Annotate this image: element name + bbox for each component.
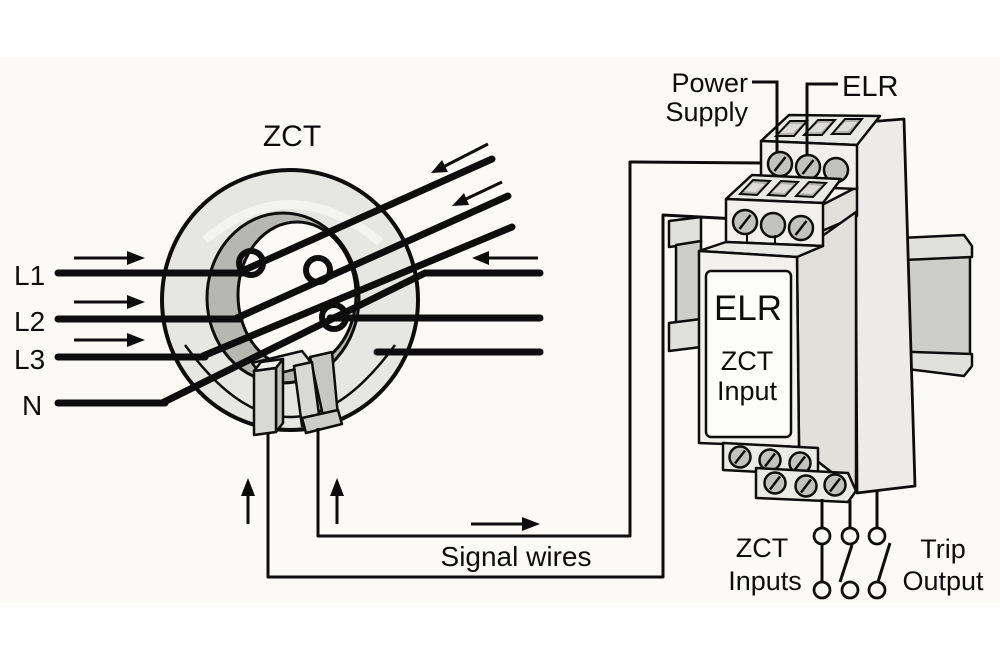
signal-wire-a [266, 213, 738, 579]
arrow-up-1-head [241, 478, 255, 496]
arrow-l2-head [127, 295, 145, 309]
zct-title: ZCT [263, 120, 321, 153]
face-title: ELR [714, 289, 782, 328]
terminal-row-3 [721, 441, 820, 477]
terminal-row-1 [759, 113, 882, 191]
row2-hole-1-inner [744, 183, 765, 192]
label-l1: L1 [14, 260, 45, 291]
screw [759, 211, 787, 239]
screw-slot [773, 156, 787, 172]
tab-left-front [252, 366, 278, 437]
face-subtitle-2: Input [717, 376, 778, 406]
row1-hole-2-inner [808, 123, 830, 132]
switch-blade-1 [838, 544, 854, 583]
arrow-signal-head [522, 517, 540, 531]
current-arrows-left [74, 251, 145, 347]
elr-terminal-label: ELR [842, 71, 898, 103]
rail-left-bottom-flange [667, 317, 703, 353]
elr-leader [805, 82, 838, 154]
label-l3: L3 [14, 344, 45, 375]
arrow-return-1 [444, 142, 489, 168]
wire-diagonal-3 [199, 223, 516, 360]
wire-loop-2 [303, 255, 333, 285]
power-supply-label-line2: Supply [665, 97, 748, 127]
screw-slot [800, 478, 812, 494]
signal-wires-label: Signal wires [441, 541, 592, 572]
face-subtitle-1: ZCT [721, 346, 773, 376]
signal-wiring: Signal wires [241, 160, 771, 579]
rail-left-face [674, 239, 703, 331]
screw-slot [794, 455, 806, 471]
terminal-row-2 [724, 173, 843, 248]
arrow-l1-head [127, 251, 145, 265]
terminal-row-4 [754, 466, 858, 504]
arrow-return-2 [465, 180, 503, 201]
zct-toroid-assembly: ZCT [14, 120, 544, 437]
contact-node [867, 580, 887, 600]
screw-slot [734, 449, 746, 465]
contact-node [840, 580, 860, 600]
output-contacts [812, 490, 892, 600]
current-arrows-return [431, 142, 538, 265]
wire-diagonal-1 [236, 155, 496, 276]
contact-node [867, 526, 887, 546]
module-side-panel [853, 117, 917, 495]
arrow-return-1-head [431, 160, 448, 173]
row1-hole-1-inner [780, 124, 802, 133]
label-l2: L2 [14, 306, 45, 337]
arrow-return-3-head [472, 251, 489, 265]
zct-ring-highlight [202, 200, 383, 246]
zct-terminal-tabs [250, 349, 344, 437]
label-n: N [22, 390, 42, 421]
elr-module: ELR ZCT Input Power Supply ELR [665, 68, 984, 600]
zct-inputs-label-line2: Inputs [728, 566, 802, 596]
switch-blade-2 [876, 542, 892, 583]
arrow-return-2-head [452, 193, 469, 206]
screw-slot [738, 214, 752, 230]
screw-slot [764, 452, 776, 468]
wire-n-through [158, 269, 544, 407]
screw-slot [794, 220, 808, 236]
row2-hole-3-inner [800, 185, 821, 194]
trip-output-label-line2: Output [902, 566, 984, 596]
arrow-l3-head [127, 333, 145, 347]
face-label-panel [704, 269, 793, 439]
arrow-up-2-head [330, 478, 344, 496]
wire-loop-1 [236, 248, 266, 278]
contact-node [812, 580, 832, 600]
power-supply-label-line1: Power [671, 68, 748, 98]
signal-wire-b [316, 160, 771, 538]
wire-loop-3 [319, 302, 349, 332]
zct-inputs-label-line1: ZCT [736, 533, 788, 563]
row1-hole-3-inner [836, 122, 857, 131]
screw-slot [801, 159, 815, 175]
contact-node [840, 526, 860, 546]
row2-hole-2-inner [772, 184, 793, 193]
contact-node [812, 526, 832, 546]
tab-right-foot [300, 408, 344, 435]
power-supply-leader [752, 80, 779, 152]
wire-diagonal-2 [233, 192, 512, 322]
screw-slot [769, 475, 781, 491]
trip-output-label-line1: Trip [920, 534, 966, 564]
screw-slot [829, 477, 841, 493]
